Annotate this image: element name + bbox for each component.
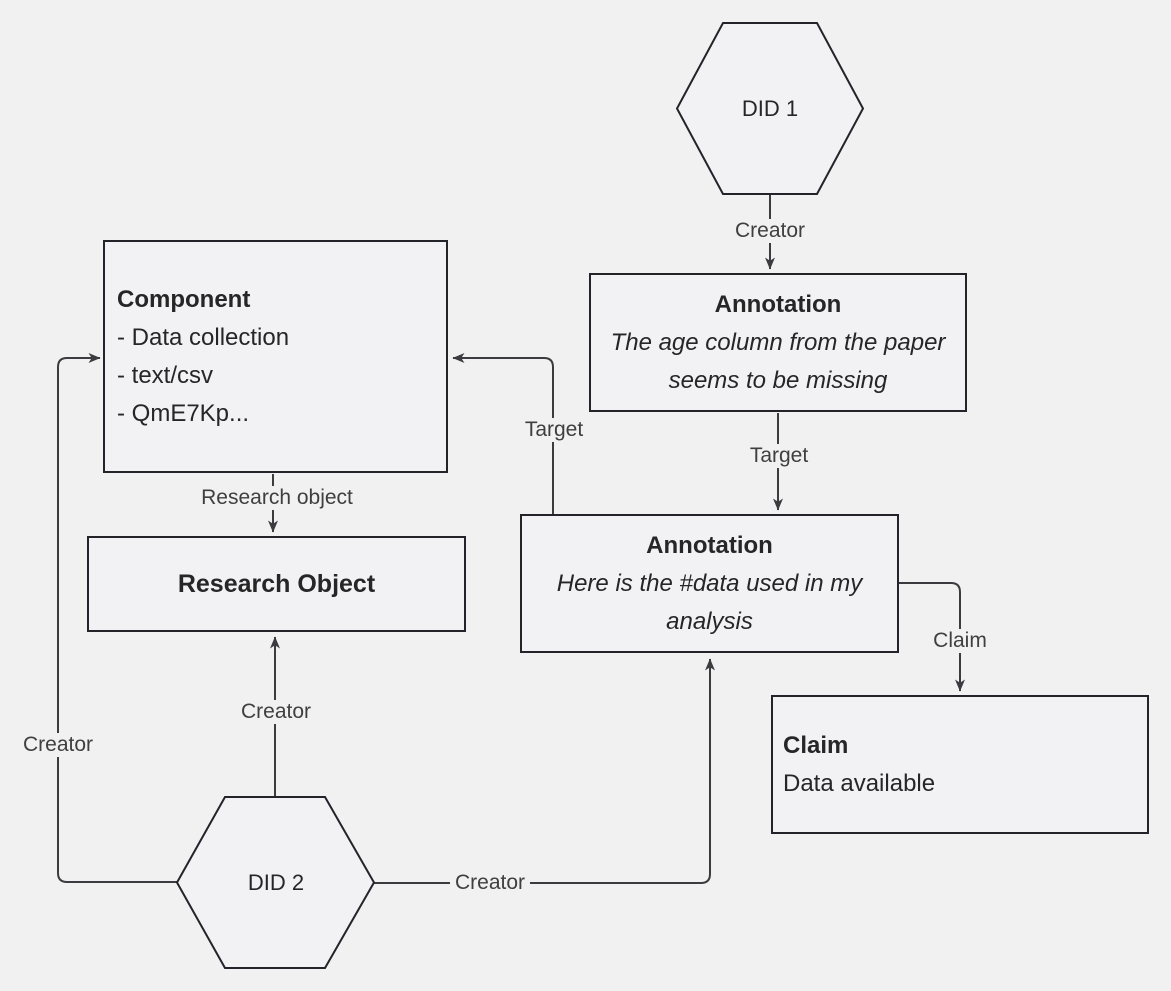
component-node: Component - Data collection - text/csv -… <box>103 240 448 473</box>
annotation1-body: The age column from the paper seems to b… <box>610 328 946 394</box>
edge-label-target-component: Target <box>519 418 589 442</box>
claim-body: Data available <box>783 769 936 797</box>
edge-annotation2-to-component <box>452 353 554 514</box>
did1-label: DID 1 <box>741 96 799 121</box>
did2-hexagon <box>175 796 376 969</box>
claim-node: Claim Data available <box>771 695 1149 834</box>
annotation1-title: Annotation <box>714 290 842 318</box>
research-object-node: Research Object <box>87 536 466 632</box>
edge-label-creator-annotation2: Creator <box>449 871 531 895</box>
claim-title: Claim <box>783 731 849 759</box>
component-item-cid: - QmE7Kp... <box>117 399 250 427</box>
did1-hexagon <box>675 22 865 195</box>
edge-label-target-annotations: Target <box>744 444 814 468</box>
edge-did2-to-component <box>57 353 177 883</box>
annotation2-body: Here is the #data used in my analysis <box>556 569 863 635</box>
component-item-mimetype: - text/csv <box>117 361 214 389</box>
annotation2-node: Annotation Here is the #data used in my … <box>520 514 899 653</box>
did2-label: DID 2 <box>247 870 305 895</box>
edge-did2-to-annotation2 <box>374 658 715 884</box>
annotation1-node: Annotation The age column from the paper… <box>589 273 967 412</box>
component-title: Component <box>117 285 251 313</box>
annotation2-title: Annotation <box>646 531 773 559</box>
edge-label-claim: Claim <box>928 629 992 653</box>
edge-label-research-object: Research object <box>196 486 358 510</box>
research-object-title: Research Object <box>177 570 376 598</box>
edge-label-creator-component: Creator <box>17 733 99 757</box>
edge-annotation2-to-claim <box>899 582 965 692</box>
component-item-data-collection: - Data collection <box>117 323 290 351</box>
edge-label-creator-did1: Creator <box>729 219 811 243</box>
edge-label-creator-research-object: Creator <box>235 700 317 724</box>
